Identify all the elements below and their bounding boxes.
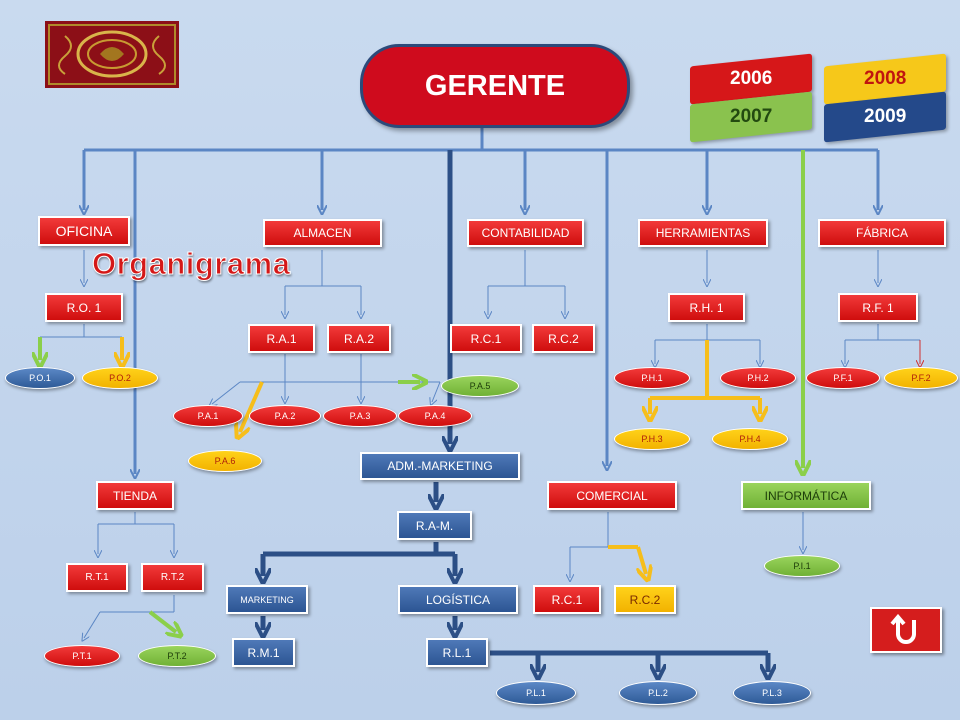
staff-pa2: P.A.2 [249, 405, 321, 427]
manager-rc2: R.C.2 [532, 324, 595, 353]
dept-fabrica: FÁBRICA [818, 219, 946, 247]
manager-rl1: R.L.1 [426, 638, 488, 667]
return-icon [890, 614, 916, 644]
dept-informatica: INFORMÁTICA [741, 481, 871, 510]
manager-rh1: R.H. 1 [668, 293, 745, 322]
dept-herramientas: HERRAMIENTAS [638, 219, 768, 247]
manager-comercial-rc1: R.C.1 [533, 585, 601, 614]
dept-contabilidad: CONTABILIDAD [467, 219, 584, 247]
staff-pl2: P.L.2 [619, 681, 697, 705]
dept-adm-marketing: ADM.-MARKETING [360, 452, 520, 480]
manager-rm1: R.M.1 [232, 638, 295, 667]
staff-pa5: P.A.5 [441, 375, 519, 397]
manager-logistica: LOGÍSTICA [398, 585, 518, 614]
dept-comercial: COMERCIAL [547, 481, 677, 510]
manager-ra1: R.A.1 [248, 324, 315, 353]
staff-pi1: P.I.1 [764, 555, 840, 577]
manager-rt1: R.T.1 [66, 563, 128, 592]
manager-rc1: R.C.1 [450, 324, 522, 353]
staff-ph1: P.H.1 [614, 367, 690, 389]
staff-pf1: P.F.1 [806, 367, 880, 389]
staff-pl3: P.L.3 [733, 681, 811, 705]
return-button[interactable] [870, 607, 942, 653]
manager-ram: R.A-M. [397, 511, 472, 540]
staff-pa3: P.A.3 [323, 405, 397, 427]
manager-comercial-rc2: R.C.2 [614, 585, 676, 614]
staff-pt1: P.T.1 [44, 645, 120, 667]
dept-tienda: TIENDA [96, 481, 174, 510]
staff-pf2: P.F.2 [884, 367, 958, 389]
manager-ro1: R.O. 1 [45, 293, 123, 322]
staff-pt2: P.T.2 [138, 645, 216, 667]
page-title: Organigrama [91, 246, 291, 282]
year-2009-label: 2009 [863, 106, 907, 127]
staff-ph3: P.H.3 [614, 428, 690, 450]
manager-marketing: MARKETING [226, 585, 308, 614]
dept-oficina: OFICINA [38, 216, 130, 246]
company-logo [45, 21, 179, 88]
year-2006-label: 2006 [729, 68, 773, 89]
manager-rt2: R.T.2 [141, 563, 204, 592]
staff-po2: P.O.2 [82, 367, 158, 389]
staff-pa6: P.A.6 [188, 450, 262, 472]
manager-ra2: R.A.2 [327, 324, 391, 353]
staff-pl1: P.L.1 [496, 681, 576, 705]
year-2008-label: 2008 [863, 68, 907, 89]
staff-ph4: P.H.4 [712, 428, 788, 450]
dept-almacen: ALMACEN [263, 219, 382, 247]
staff-pa1: P.A.1 [173, 405, 243, 427]
staff-pa4: P.A.4 [398, 405, 472, 427]
staff-ph2: P.H.2 [720, 367, 796, 389]
manager-rf1: R.F. 1 [838, 293, 918, 322]
gerente-node: GERENTE [360, 44, 630, 128]
staff-po1: P.O.1 [5, 367, 75, 389]
year-2007-label: 2007 [729, 106, 773, 127]
